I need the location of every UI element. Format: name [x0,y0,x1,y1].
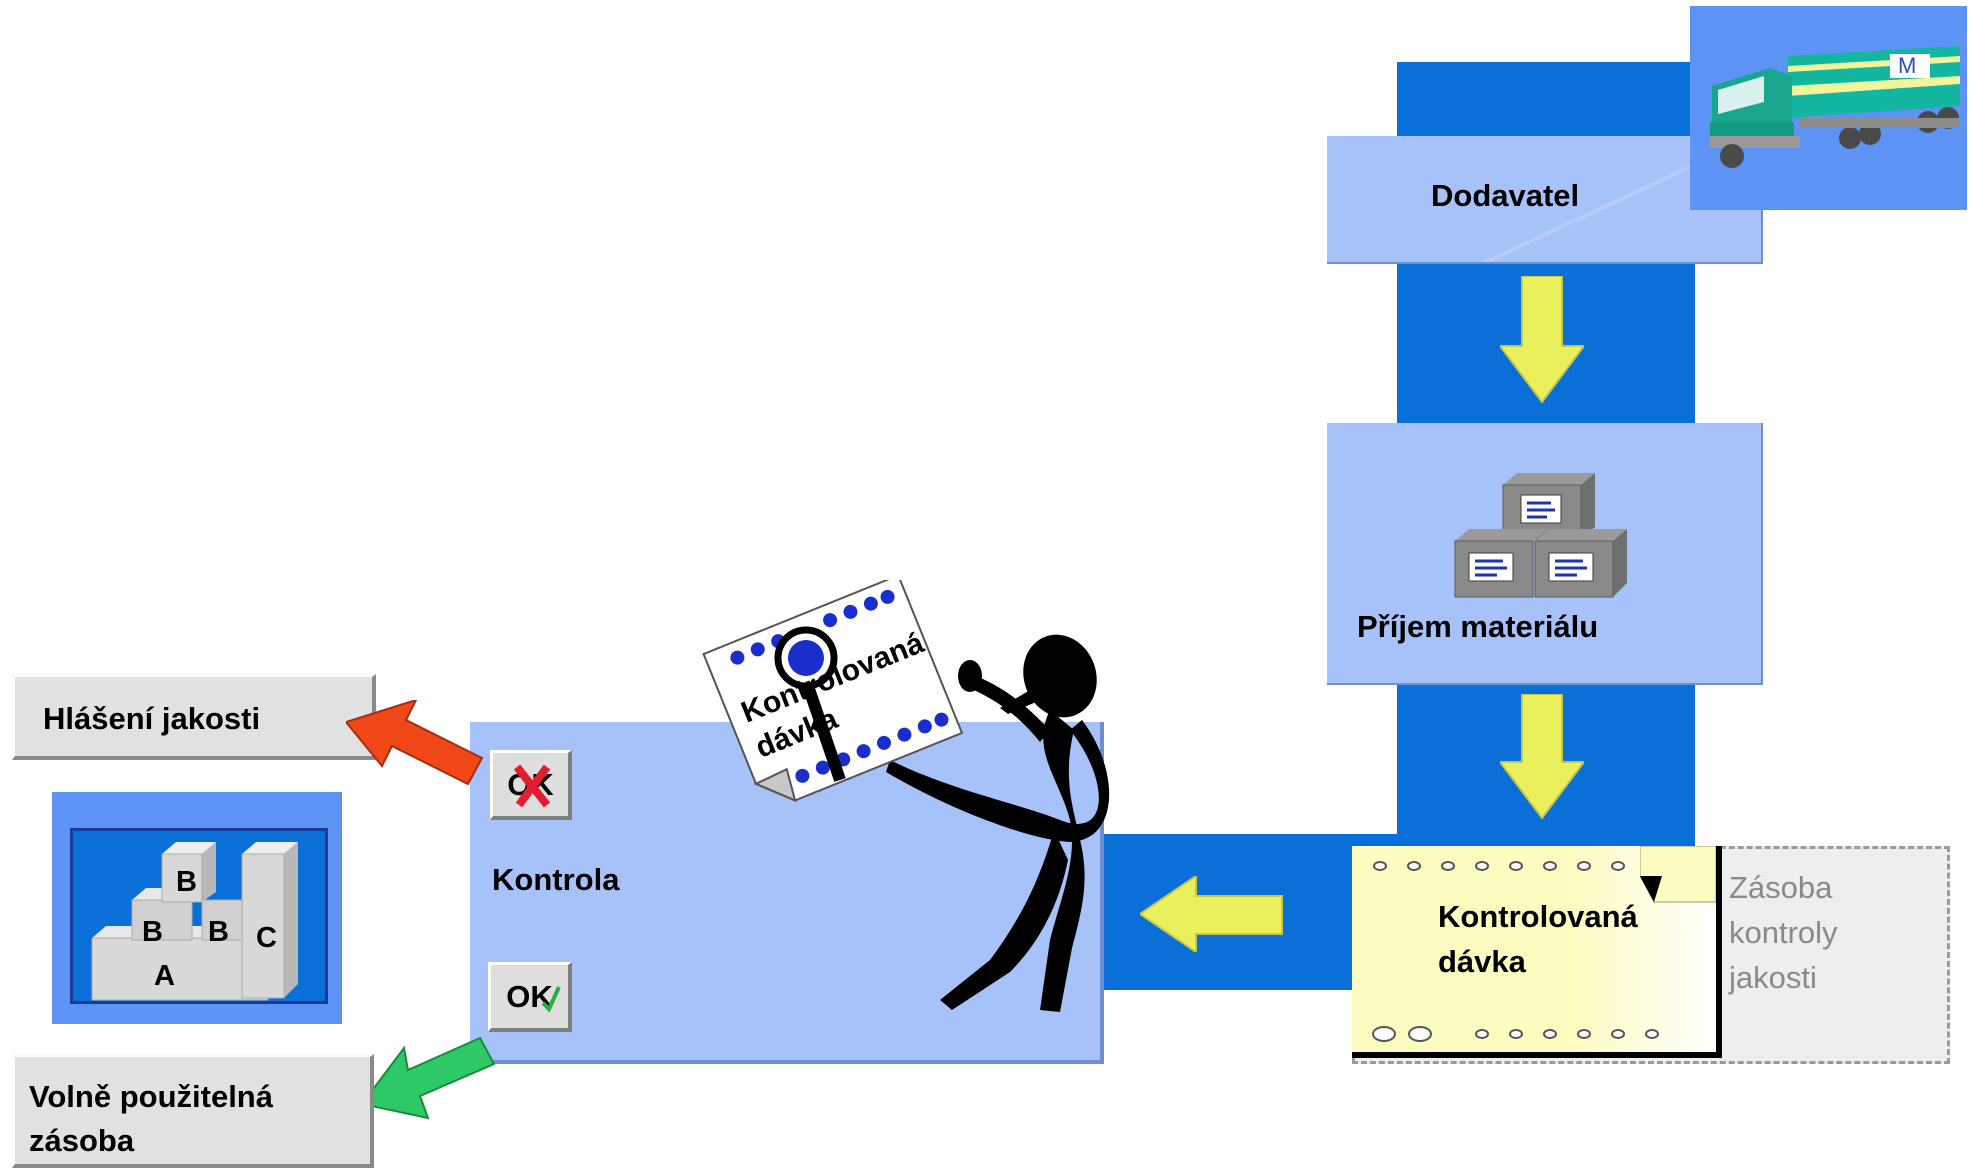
quality-notification-label: Hlášení jakosti [43,701,261,736]
bin-label-b1: B [176,866,197,898]
inspection-lot-label: Kontrolovaná dávka [1438,899,1638,979]
arrow-down-icon [1500,276,1584,404]
unrestricted-stock-label: Volně použitelná zásoba [29,1079,273,1158]
inspection-lot-note: Kontrolovaná dávka [1352,846,1722,1058]
bin-label-a: A [154,960,175,992]
supplier-label: Dodavatel [1431,178,1580,213]
svg-text:M: M [1898,53,1916,78]
inspector-figure: Kontrolovaná dávka [702,580,1110,1012]
note-holes-bottom [1372,1026,1659,1042]
arrow-red-icon [346,700,484,786]
note-fold-icon [1640,846,1716,903]
quality-notification-button[interactable]: Hlášení jakosti [12,674,376,760]
unrestricted-stock-button[interactable]: Volně použitelná zásoba [12,1054,374,1168]
bin-label-c: C [256,922,277,954]
truck-icon: M [1710,46,1960,168]
reject-x-icon [513,764,551,808]
inspection-label: Kontrola [492,862,620,897]
arrow-left-icon [1140,876,1283,952]
boxes-icon [1454,473,1627,598]
bin-label-b2: B [142,916,163,948]
arrow-down-icon [1500,694,1584,820]
qi-stock-label: Zásoba kontroly jakosti [1729,870,1838,995]
bin-label-b3: B [208,916,229,948]
goods-receipt-label: Příjem materiálu [1357,609,1599,644]
arrow-green-icon [360,1036,496,1120]
goods-receipt-box: Příjem materiálu [1327,423,1763,685]
note-holes-top [1373,861,1625,871]
stock-bins-icon [91,842,298,1001]
truck-image: M [1690,6,1967,210]
accept-ok-button[interactable]: OK [488,962,572,1032]
reject-ok-button[interactable]: OK [490,750,572,820]
stock-bins-image: B B B C A [52,792,342,1024]
check-icon [541,986,561,1013]
